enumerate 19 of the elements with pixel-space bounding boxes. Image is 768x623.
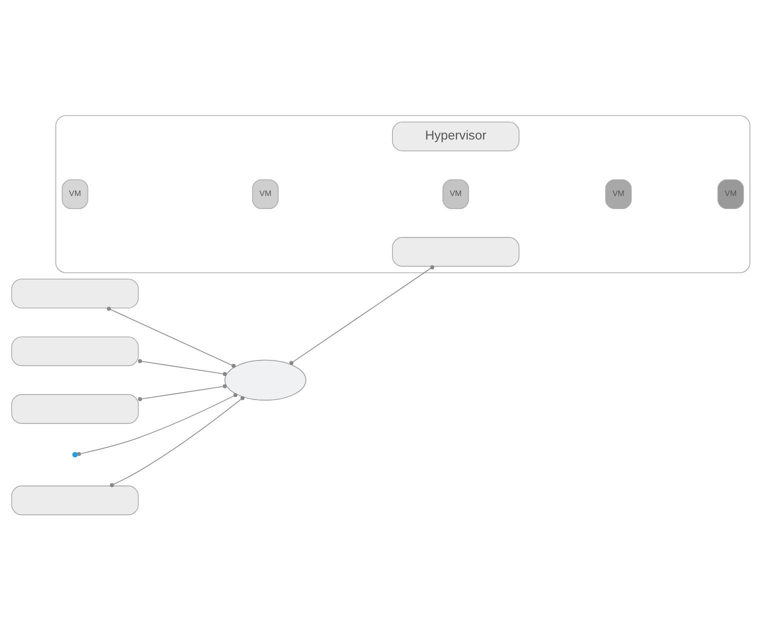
- node-box: VM: [62, 178, 88, 208]
- cluster: [55, 114, 750, 273]
- connector: [138, 358, 227, 376]
- node-box: VM: [717, 178, 744, 208]
- connector: [289, 264, 434, 364]
- node-box: VM: [252, 178, 279, 208]
- node-box: Hypervisor: [392, 121, 520, 151]
- node-box: [11, 485, 139, 515]
- node-box: [11, 278, 139, 308]
- node-box: VM: [605, 178, 632, 208]
- node-box: [11, 394, 139, 424]
- connector: [138, 384, 227, 401]
- connector: [110, 396, 245, 487]
- node-box: [11, 336, 139, 366]
- node-dots: [72, 451, 78, 457]
- connector: [106, 306, 236, 368]
- connector: [76, 392, 238, 456]
- node-box: VM: [442, 178, 469, 208]
- node-box: [392, 236, 520, 266]
